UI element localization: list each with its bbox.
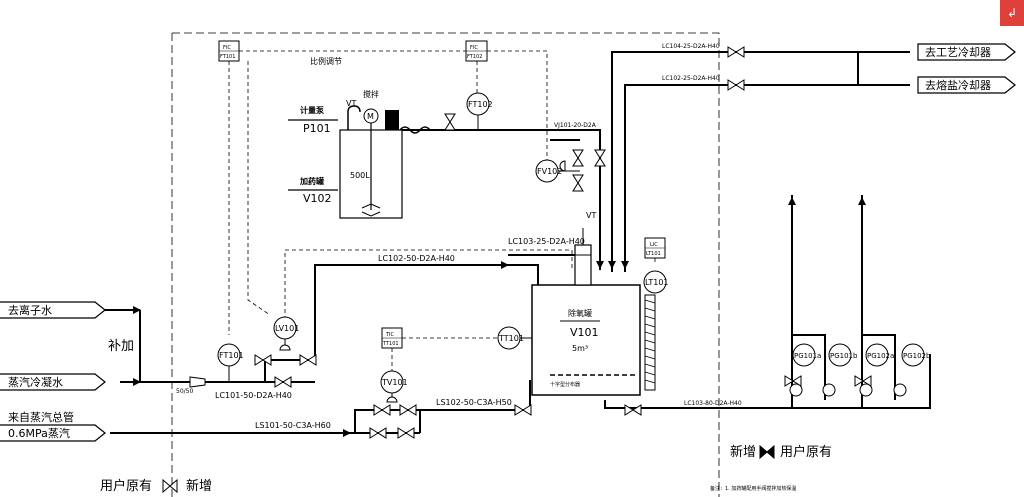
- deaerator-tank[interactable]: 除氧罐 V101 5m³ 十字型分布器: [531, 284, 641, 396]
- gauge-pg101b[interactable]: PG101b: [822, 343, 858, 397]
- reducer: [189, 376, 206, 388]
- fv102-label: FV102: [537, 167, 562, 176]
- label-makeup: 补加: [108, 339, 134, 354]
- gauge-pg101a[interactable]: PG101a: [789, 343, 821, 397]
- pg101b-label: PG101b: [830, 352, 858, 360]
- label-agitator: 搅拌: [363, 89, 379, 99]
- label-new-left: 新增: [186, 478, 212, 494]
- instrument-tv101[interactable]: TV101: [380, 370, 408, 402]
- inlet-steam-main: 来自蒸汽总管 0.6MPa蒸汽: [0, 410, 106, 442]
- dosing-tank[interactable]: 500L: [339, 117, 403, 219]
- line-size-50-50: 50/50: [176, 388, 193, 395]
- label-dosing-tank-title: 加药罐: [299, 176, 324, 186]
- label-to-salt-cooler: 去熔盐冷却器: [925, 78, 991, 92]
- scope-right: 新增 用户原有: [730, 444, 832, 460]
- scope-boundary: [171, 32, 720, 497]
- lv101-label: LV101: [275, 324, 299, 333]
- motor-label: M: [367, 112, 374, 121]
- control-valve-actuators: [279, 160, 566, 403]
- ft102-label: FT102: [468, 100, 493, 109]
- tic-top: TIC: [385, 332, 395, 338]
- line-ls102: LS102-50-C3A-H50: [436, 398, 512, 407]
- dosing-tank-volume: 500L: [350, 171, 370, 180]
- vent-left-label: VT: [346, 99, 356, 108]
- pg101a-label: PG101a: [794, 352, 821, 360]
- line-lc102-top: LC102-25-D2A-H40: [662, 75, 720, 82]
- corner-badge[interactable]: ↲: [1000, 0, 1024, 26]
- line-lc102-50: LC102-50-D2A-H40: [378, 254, 455, 263]
- inlet-deionized: 去离子水: [0, 301, 106, 319]
- ft101-label: FT101: [219, 351, 244, 360]
- pg102b-label: PG102b: [903, 352, 931, 360]
- label-steam-main-2: 0.6MPa蒸汽: [8, 426, 70, 440]
- footnote: 备注：1. 加药罐配用手阀搅拌加热保温: [710, 485, 796, 492]
- line-lc103-80: LC103-80-D2A-H40: [684, 400, 742, 407]
- deaerator-volume: 5m³: [572, 344, 588, 353]
- label-to-deionized: 去离子水: [8, 303, 52, 317]
- instrument-ft102[interactable]: FT102: [466, 92, 493, 130]
- instrument-lv101[interactable]: LV101: [273, 316, 299, 350]
- lic-bottom: LT101: [646, 251, 661, 257]
- fic-101-bottom: FT101: [220, 54, 235, 60]
- lic-top: LIC: [650, 242, 658, 248]
- line-lc101: LC101-50-D2A-H40: [215, 391, 292, 400]
- tv101-label: TV101: [381, 378, 408, 387]
- label-user-existing-right: 用户原有: [780, 444, 832, 460]
- label-ratio-control: 比例调节: [310, 56, 342, 66]
- instrument-lic-lt101[interactable]: LIC LT101: [644, 237, 666, 259]
- instrument-lt101[interactable]: LT101: [643, 270, 669, 294]
- label-steam-condensate: 蒸汽冷凝水: [8, 375, 63, 389]
- instrument-fv102[interactable]: FV102: [535, 159, 580, 183]
- vent-left: VT: [346, 99, 361, 130]
- pg102a-label: PG102a: [867, 352, 894, 360]
- gauge-pg102a[interactable]: PG102a: [859, 343, 894, 397]
- metering-pump-body: [385, 110, 431, 134]
- level-gauge: [644, 294, 656, 391]
- instrument-fic-ft101[interactable]: FIC FT101: [218, 40, 240, 62]
- label-steam-main-1: 来自蒸汽总管: [8, 410, 74, 424]
- fic-102-bottom: FT102: [467, 54, 482, 60]
- inlet-steam-condensate: 蒸汽冷凝水: [0, 373, 106, 391]
- deaerator-title: 除氧罐: [568, 308, 592, 318]
- line-lc104: LC104-25-D2A-H40: [662, 43, 720, 50]
- line-labels: LC104-25-D2A-H40 LC102-25-D2A-H40 VJ101-…: [176, 43, 742, 430]
- deaerator-column: VT: [574, 211, 596, 286]
- label-new-right: 新增: [730, 444, 756, 460]
- fic-101-top: FIC: [223, 45, 231, 51]
- signal-lines: [228, 50, 656, 372]
- label-to-process-cooler: 去工艺冷却器: [925, 46, 991, 59]
- label-pump-title: 计量泵: [300, 105, 324, 115]
- valves: [254, 46, 872, 439]
- agitator-motor: M: [363, 108, 379, 124]
- outlet-salt-cooler: 去熔盐冷却器: [917, 76, 1016, 94]
- scope-left: 用户原有 新增: [100, 478, 212, 494]
- instrument-tt101[interactable]: TT101: [497, 326, 532, 350]
- vent-right-label: VT: [586, 211, 596, 220]
- label-dosing-tank-tag: V102: [303, 192, 332, 205]
- instrument-tic-tt101[interactable]: TIC TT101: [381, 327, 403, 349]
- deaerator-tag: V101: [570, 326, 599, 339]
- instrument-fic-ft102[interactable]: FIC FT102: [465, 40, 488, 62]
- gauge-pg102b[interactable]: PG102b: [893, 343, 931, 397]
- lt101-label: LT101: [645, 278, 669, 287]
- instrument-ft101[interactable]: FT101: [217, 343, 244, 382]
- line-vj101: VJ101-20-D2A: [554, 122, 597, 129]
- cross-distributor: 十字型分布器: [550, 381, 580, 388]
- tt101-label: TT101: [498, 334, 524, 343]
- line-ls101: LS101-50-C3A-H60: [255, 421, 331, 430]
- tic-bottom: TT101: [382, 341, 399, 347]
- outlet-process-cooler: 去工艺冷却器: [917, 43, 1016, 61]
- label-user-existing-left: 用户原有: [100, 478, 152, 494]
- label-pump-tag: P101: [303, 122, 331, 135]
- fic-102-top: FIC: [470, 45, 478, 51]
- line-lc103-25: LC103-25-D2A-H40: [508, 237, 585, 246]
